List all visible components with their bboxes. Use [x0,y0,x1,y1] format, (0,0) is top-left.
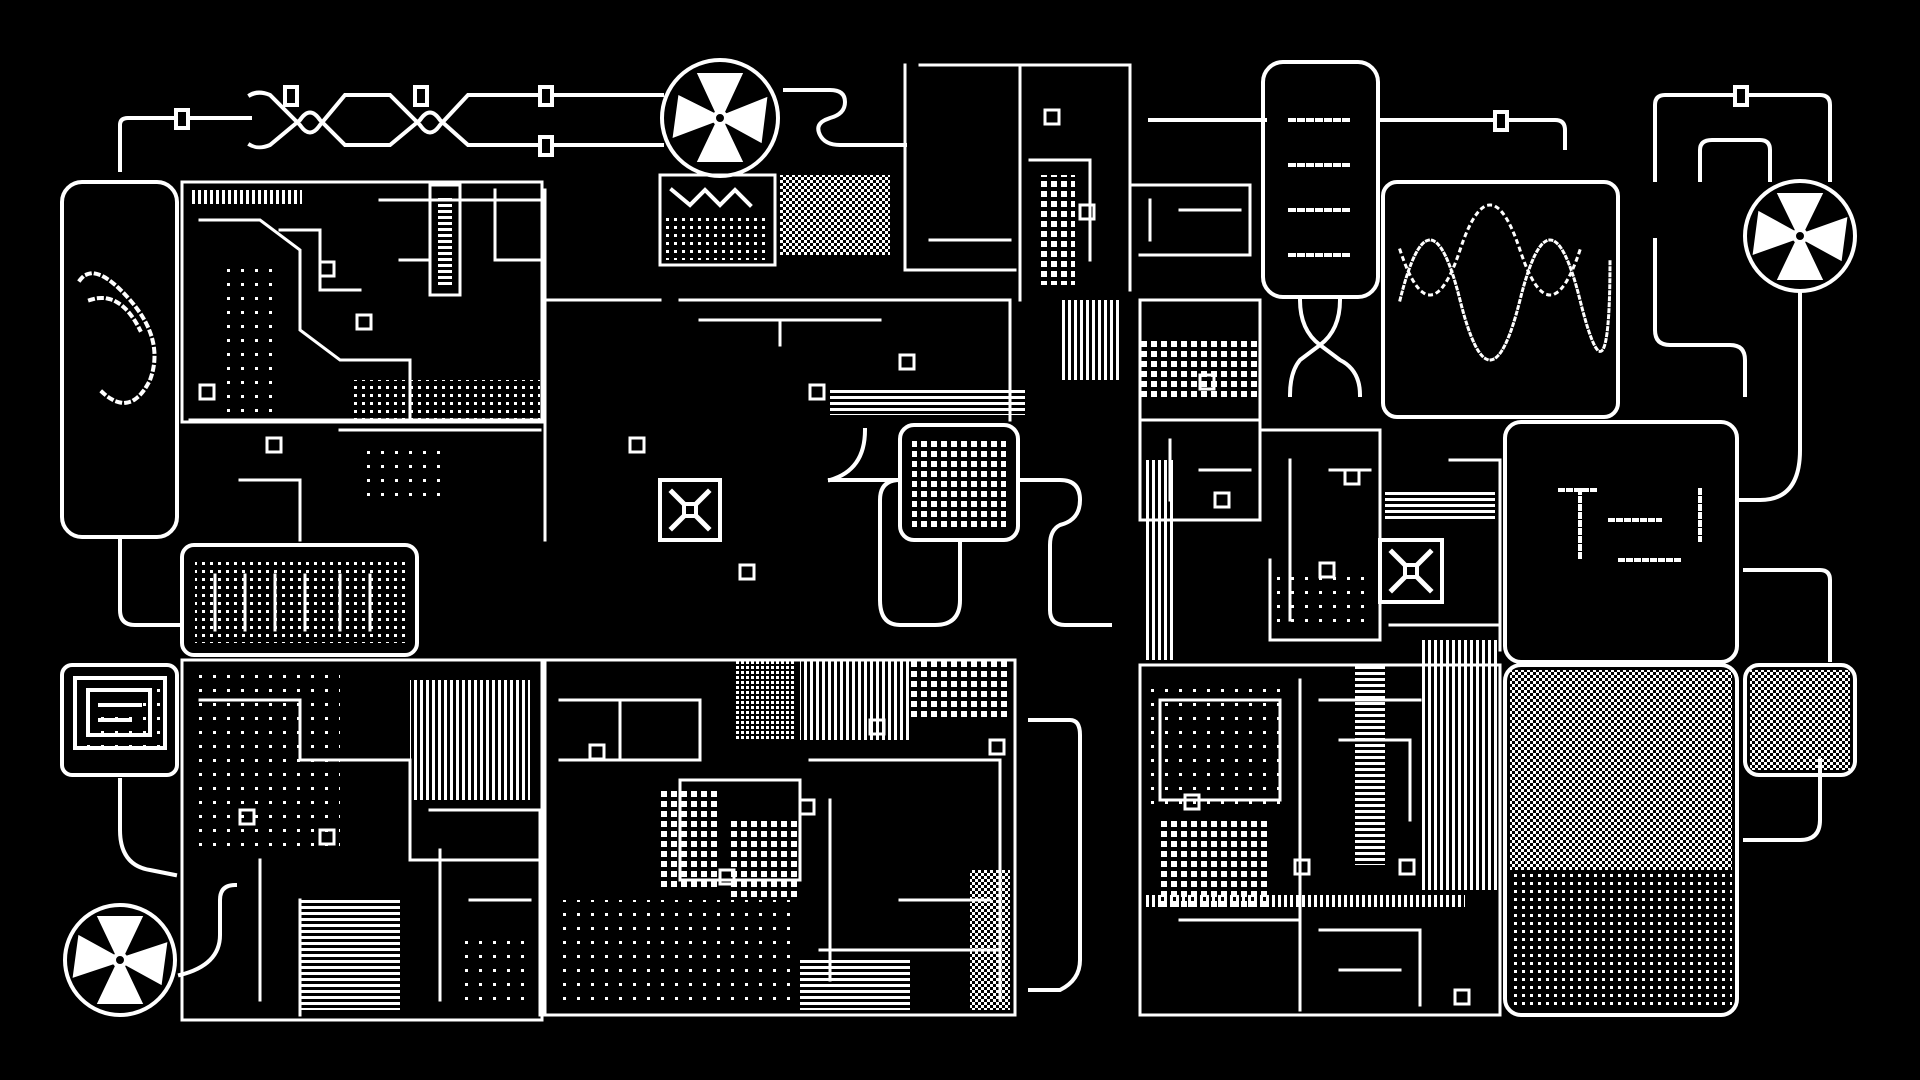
circuit-block-bottom-right [1138,640,1502,1017]
tank-left [60,180,182,627]
side-pipes [827,427,1082,992]
circuit-block-right-middle [1138,298,1502,660]
circuit-block-left [180,180,662,542]
tank-top-right [1261,60,1380,398]
circuit-block-bottom-left [180,658,544,1022]
reservoir-right [1503,420,1739,664]
fan-icon [660,58,780,178]
circuit-block-bottom-middle [543,658,1017,1017]
fan-icon [1653,179,1857,842]
display-panel [180,543,419,657]
chip-icon [1378,538,1444,604]
gradient-panel [1503,663,1857,1017]
fan-icon [63,778,238,1017]
connector-pads [198,108,1471,1006]
chip-icon [658,478,722,542]
scope-panel [1381,180,1620,419]
circuit-block-top-middle [658,63,1252,422]
heatsink-center [828,423,1112,627]
top-pipe-network [118,85,1832,182]
monitor-panel [60,663,179,777]
